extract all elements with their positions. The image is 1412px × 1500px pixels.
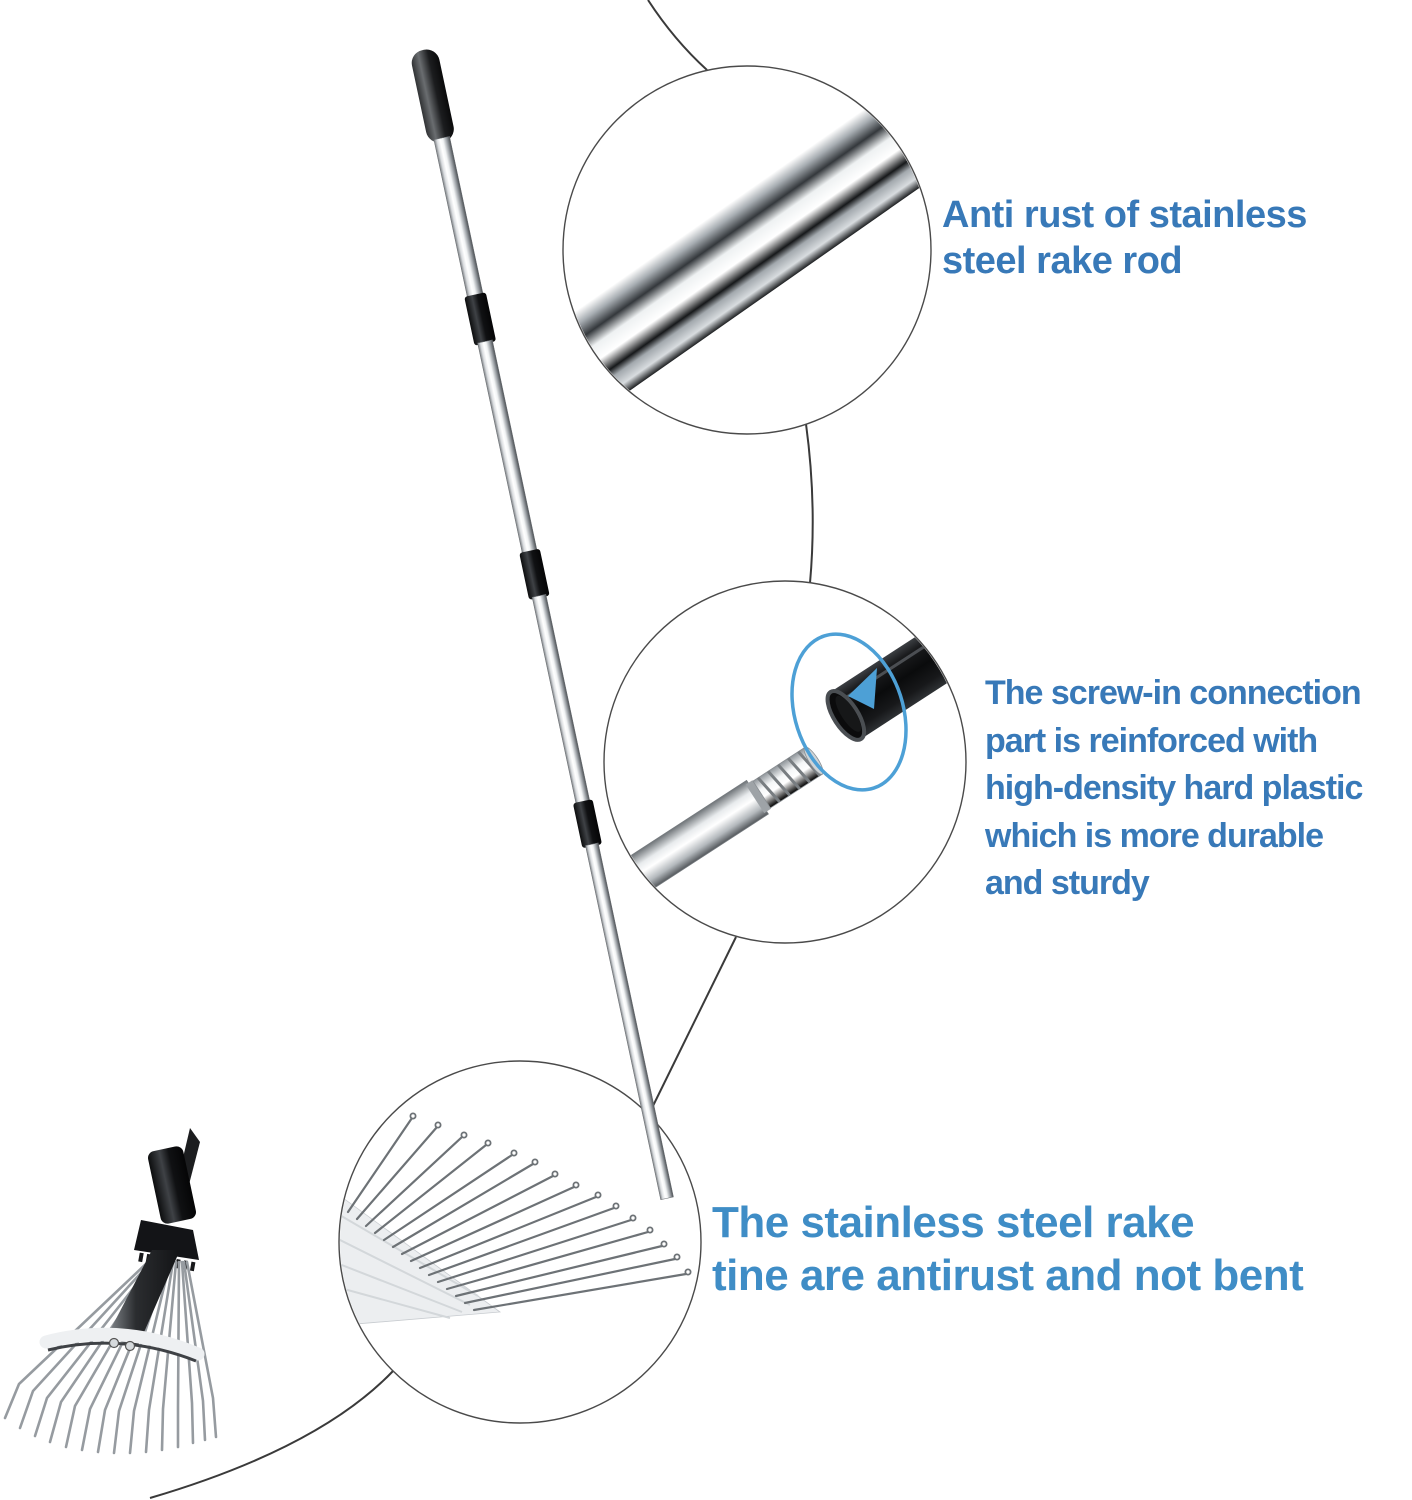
rake (3, 49, 674, 1455)
spreader-rivet-left (108, 1337, 120, 1349)
annotation-connection: The screw-in connection part is reinforc… (985, 670, 1363, 908)
spreader-rivet-right (124, 1340, 136, 1352)
pole-section-1 (433, 136, 486, 307)
handle-grip (411, 49, 454, 143)
magnified-tine-set (346, 1116, 688, 1312)
rake-head (3, 1128, 218, 1455)
annotation-tines-line2: tine are antirust and not bent (712, 1251, 1304, 1300)
rotation-arrow-icon (848, 668, 877, 709)
head-bracket (134, 1220, 199, 1260)
annotation-rod: Anti rust of stainless steel rake rod (942, 192, 1307, 284)
annotation-tines: The stainless steel rake tine are antiru… (712, 1196, 1304, 1302)
annotation-rod-line2: steel rake rod (942, 240, 1183, 282)
pole-joint-2 (519, 549, 550, 600)
connector-line-upper-middle (805, 423, 814, 584)
spreader-bar-edge (47, 1341, 197, 1363)
pole-joint-1 (464, 292, 496, 346)
head-clamp (148, 1146, 196, 1224)
connector-line-top (647, 0, 708, 71)
annotation-connection-line2: part is reinforced with (985, 721, 1318, 760)
pole-section-2 (477, 339, 539, 559)
callout-circle-tines (338, 1060, 702, 1424)
annotation-connection-line4: which is more durable (985, 816, 1324, 855)
annotation-tines-line1: The stainless steel rake (712, 1198, 1195, 1247)
head-neck (106, 1250, 180, 1346)
pole-section-3 (531, 594, 591, 808)
connector-lines (149, 0, 814, 1499)
rake-handle (411, 49, 674, 1200)
annotation-connection-line3: high-density hard plastic (985, 769, 1363, 807)
annotation-connection-line1: The screw-in connection (985, 674, 1362, 712)
rotation-ring-icon (790, 632, 908, 792)
magnified-steel-rod (564, 67, 930, 431)
callout-circle-rod (562, 65, 932, 435)
annotation-rod-line1: Anti rust of stainless (942, 194, 1307, 236)
magnified-tines (340, 1112, 692, 1327)
annotation-connection-line5: and sturdy (985, 864, 1150, 902)
connector-line-middle-bottom (649, 936, 737, 1113)
pole-section-4 (585, 842, 674, 1200)
tine-ball-tips (409, 1112, 692, 1276)
pole-joint-3 (573, 799, 602, 848)
spreader-bar (39, 1327, 205, 1361)
connector-line-bottom-exit (149, 1369, 395, 1499)
